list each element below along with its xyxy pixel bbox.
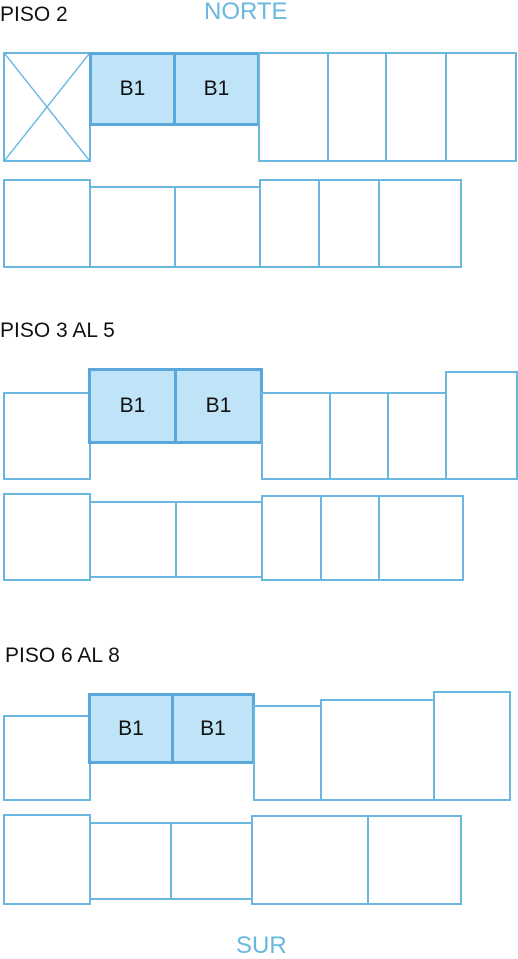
unit [170,822,253,900]
unit [89,822,172,900]
unit-tag: B1 [203,77,230,100]
unit [3,814,91,905]
unit [261,495,322,581]
unit [175,501,263,578]
unit-b1: B1 [88,368,177,444]
south-label: SUR [236,932,287,959]
unit [3,493,91,581]
unit-tag: B1 [118,716,144,740]
unit [251,815,369,905]
unit-b1: B1 [174,368,263,444]
unit [445,52,517,162]
unit [261,392,331,480]
unit [3,715,91,801]
unit [174,186,261,268]
unit-tag: B1 [205,394,232,417]
unit [3,179,91,268]
unit [253,705,322,801]
north-label: NORTE [204,0,288,25]
unit [3,392,91,480]
floor-label-piso-3-al-5: PISO 3 AL 5 [0,319,115,342]
unit [259,179,320,268]
unit [89,501,177,578]
unit-tag: B1 [119,77,146,100]
cross-icon [5,54,89,160]
floor-label-piso-2: PISO 2 [0,3,68,26]
unit [320,495,380,581]
unit-b1: B1 [173,52,260,126]
unit [378,179,462,268]
unit [320,699,435,801]
unit-b1: B1 [171,693,255,764]
unit [433,691,511,801]
unit [378,495,464,581]
floor-label-piso-6-al-8: PISO 6 AL 8 [5,644,120,667]
unit-tag: B1 [119,394,146,417]
unit [367,815,462,905]
unit-tag: B1 [200,716,226,740]
crossed-out-unit [3,52,91,162]
unit [327,52,387,162]
unit [385,52,447,162]
unit [329,392,389,480]
unit-b1: B1 [89,52,176,126]
unit-b1: B1 [88,693,174,764]
unit [318,179,380,268]
unit [258,52,329,162]
unit [89,186,176,268]
unit [387,392,447,480]
unit [445,371,518,480]
